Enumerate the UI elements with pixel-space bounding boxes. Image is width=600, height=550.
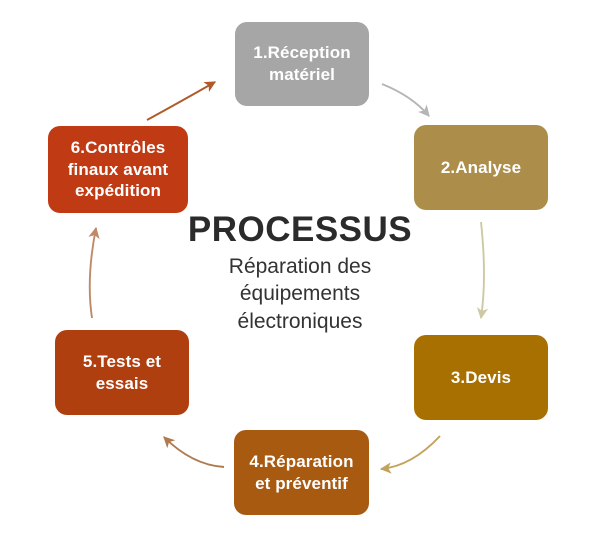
process-step-1-reception-materiel[interactable]: 1.Réception matériel (235, 22, 369, 106)
process-step-3-label: 3.Devis (450, 367, 512, 387)
arrow-1-to-2 (381, 83, 430, 117)
process-step-4-reparation-et-preventif[interactable]: 4.Réparation et préventif (234, 430, 369, 515)
arrow-6-to-1 (146, 81, 216, 121)
arrow-4-to-5 (163, 436, 225, 468)
process-step-5-label: 5.Tests et essais (82, 351, 162, 393)
diagram-center-text: PROCESSUS Réparation des équipements éle… (160, 210, 440, 336)
process-step-6-label: 6.Contrôles finaux avant expédition (67, 137, 169, 201)
process-step-4-label: 4.Réparation et préventif (249, 451, 354, 493)
process-step-1-label: 1.Réception matériel (253, 43, 351, 84)
process-step-6-controles-finaux-avant-expedition[interactable]: 6.Contrôles finaux avant expédition (48, 126, 188, 213)
process-step-5-tests-et-essais[interactable]: 5.Tests et essais (55, 330, 189, 415)
diagram-title: PROCESSUS (187, 210, 413, 249)
arrow-2-to-3 (476, 221, 489, 320)
process-step-2-analyse[interactable]: 2.Analyse (414, 125, 548, 210)
arrow-3-to-4 (379, 435, 441, 474)
process-step-3-devis[interactable]: 3.Devis (414, 335, 548, 420)
diagram-subtitle: Réparation des équipements électroniques (228, 254, 372, 334)
process-step-2-label: 2.Analyse (440, 157, 522, 177)
arrow-5-to-6 (88, 226, 100, 319)
